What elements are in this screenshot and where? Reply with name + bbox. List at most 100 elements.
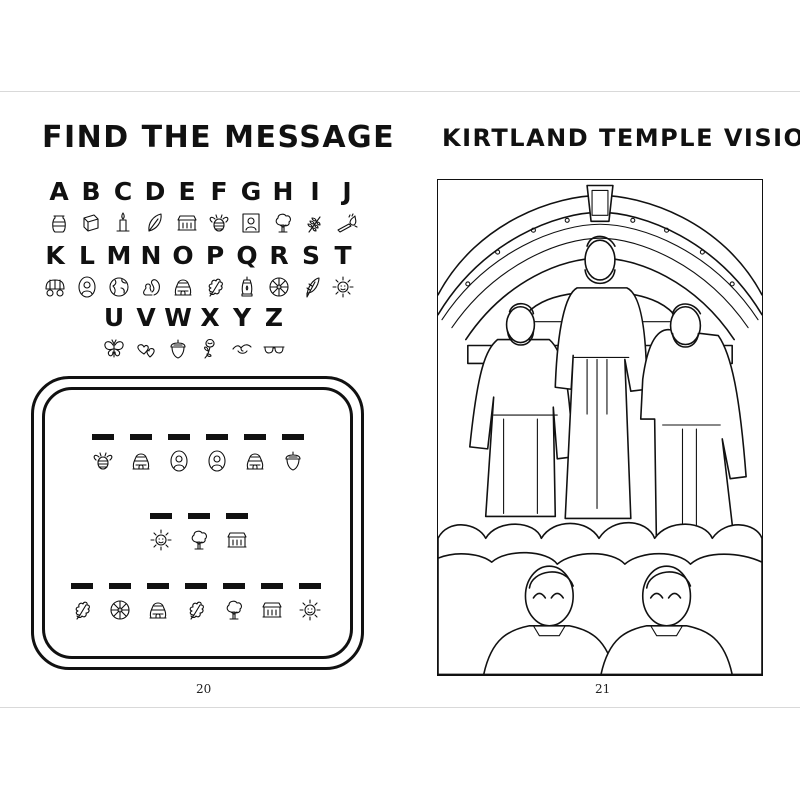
cipher-letter: R [269, 241, 289, 270]
answer-blank[interactable] [180, 513, 218, 552]
cipher-key-item: B [75, 178, 107, 240]
cipher-letter: P [205, 241, 225, 270]
beehive-icon [146, 598, 170, 622]
beehive-icon [243, 449, 267, 473]
answer-blank[interactable] [101, 583, 139, 622]
bee-icon [207, 211, 231, 235]
acorn-icon [281, 449, 305, 473]
answer-blank[interactable] [215, 583, 253, 622]
cipher-letter: S [301, 241, 320, 270]
coloring-illustration [437, 179, 763, 676]
cipher-letter: X [200, 303, 220, 332]
answer-line [150, 513, 172, 519]
cipher-key-item: H [267, 178, 299, 240]
answer-blank[interactable] [63, 583, 101, 622]
cipher-letter: Q [236, 241, 258, 270]
cipher-letter: T [334, 241, 352, 270]
feather-icon [299, 275, 323, 299]
answer-blank[interactable] [142, 513, 180, 552]
cipher-letter: Z [264, 303, 284, 332]
portrait-oval-icon [167, 449, 191, 473]
wheel-icon [108, 598, 132, 622]
answer-line [130, 434, 152, 440]
sun-icon [298, 598, 322, 622]
oak-leaf-icon [203, 275, 227, 299]
candle-icon [111, 211, 135, 235]
page-title: KIRTLAND TEMPLE VISION [442, 124, 800, 152]
answer-blank[interactable] [291, 583, 329, 622]
cipher-key-item: I [299, 178, 331, 240]
bee-icon [91, 449, 115, 473]
building-icon [175, 211, 199, 235]
cipher-key-item: A [43, 178, 75, 240]
puzzle-word-1 [84, 434, 312, 473]
answer-line [147, 583, 169, 589]
answer-blank[interactable] [218, 513, 256, 552]
answer-line [168, 434, 190, 440]
answer-line [261, 583, 283, 589]
puzzle-frame-inner [42, 387, 353, 659]
answer-line [185, 583, 207, 589]
puzzle-frame [31, 376, 364, 670]
oak-leaf-icon [184, 598, 208, 622]
answer-line [206, 434, 228, 440]
puzzle-word-3 [63, 583, 329, 622]
answer-line [282, 434, 304, 440]
answer-blank[interactable] [139, 583, 177, 622]
cipher-letter: Y [232, 303, 252, 332]
book-icon [79, 211, 103, 235]
answer-line [223, 583, 245, 589]
cipher-key-item: M [103, 242, 135, 304]
answer-line [226, 513, 248, 519]
cipher-key-item: W [162, 304, 194, 366]
cipher-key-item: C [107, 178, 139, 240]
answer-blank[interactable] [177, 583, 215, 622]
tree-icon [271, 211, 295, 235]
cipher-key-item: U [98, 304, 130, 366]
wheel-icon [267, 275, 291, 299]
tree-icon [187, 528, 211, 552]
glasses-icon [262, 337, 286, 361]
wheat-icon [303, 211, 327, 235]
wagon-icon [43, 275, 67, 299]
page-title: FIND THE MESSAGE [42, 120, 396, 155]
squirrel-icon [139, 275, 163, 299]
cipher-key-item: S [295, 242, 327, 304]
answer-blank[interactable] [253, 583, 291, 622]
answer-blank[interactable] [160, 434, 198, 473]
cipher-letter: V [136, 303, 156, 332]
answer-blank[interactable] [274, 434, 312, 473]
seagull-icon [230, 337, 254, 361]
cipher-key-item: J [331, 178, 363, 240]
cipher-key-item: X [194, 304, 226, 366]
right-page: KIRTLAND TEMPLE VISION [400, 92, 800, 709]
cipher-letter: A [49, 177, 69, 206]
vision-drawing [438, 184, 762, 675]
cipher-letter: U [103, 303, 125, 332]
answer-line [92, 434, 114, 440]
answer-blank[interactable] [236, 434, 274, 473]
tree-icon [222, 598, 246, 622]
cipher-key-item: E [171, 178, 203, 240]
answer-blank[interactable] [198, 434, 236, 473]
cipher-letter: I [310, 177, 320, 206]
answer-blank[interactable] [122, 434, 160, 473]
portrait-oval-icon [75, 275, 99, 299]
building-icon [260, 598, 284, 622]
cipher-key-item: N [135, 242, 167, 304]
cipher-key-item: O [167, 242, 199, 304]
cipher-key-item: D [139, 178, 171, 240]
cipher-key-item: K [39, 242, 71, 304]
cipher-letter: C [113, 177, 133, 206]
answer-line [299, 583, 321, 589]
cipher-letter: L [79, 241, 95, 270]
cipher-letter: J [342, 177, 352, 206]
answer-blank[interactable] [84, 434, 122, 473]
cipher-letter: D [144, 177, 166, 206]
page-number: 20 [196, 682, 212, 696]
answer-line [188, 513, 210, 519]
cipher-letter: N [140, 241, 162, 270]
butterfly-icon [102, 337, 126, 361]
cipher-letter: H [272, 177, 294, 206]
